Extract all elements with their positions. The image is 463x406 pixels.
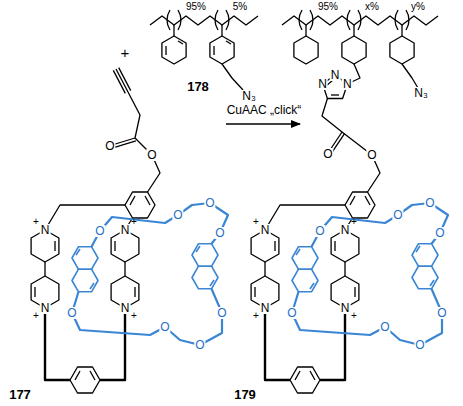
nitrogen-atom: N	[340, 224, 351, 236]
nitrogen-atom: N	[342, 78, 353, 90]
oxygen-atom: O	[159, 321, 170, 333]
mole-fraction: y%	[410, 2, 426, 12]
nitrogen-atom: N	[40, 302, 51, 314]
charge-sign: +	[252, 311, 260, 321]
nitrogen-atom: N	[260, 224, 271, 236]
charge-sign: +	[252, 217, 260, 227]
charge-sign: +	[130, 217, 138, 227]
oxygen-atom: O	[379, 321, 390, 333]
compound-number: 179	[233, 388, 257, 401]
oxygen-atom: O	[146, 149, 157, 161]
oxygen-atom: O	[66, 307, 77, 319]
charge-sign: +	[32, 311, 40, 321]
mole-fraction: 5%	[232, 2, 248, 12]
oxygen-atom: O	[94, 225, 105, 237]
nitrogen-atom: N	[120, 224, 131, 236]
plus-sign: +	[120, 45, 131, 60]
charge-sign: +	[350, 311, 358, 321]
compound-number: 178	[186, 80, 210, 93]
azide-group: N₃	[413, 87, 429, 99]
oxygen-atom: O	[216, 307, 227, 319]
compound-number: 177	[8, 388, 32, 401]
oxygen-atom: O	[414, 339, 425, 351]
nitrogen-atom: N	[317, 78, 328, 90]
charge-sign: +	[130, 311, 138, 321]
oxygen-atom: O	[434, 227, 445, 239]
oxygen-atom: O	[286, 307, 297, 319]
oxygen-atom: O	[204, 197, 215, 209]
mole-fraction: x%	[364, 2, 380, 12]
nitrogen-atom: N	[330, 69, 341, 81]
reaction-condition: CuAAC „click“	[226, 104, 303, 116]
oxygen-atom: O	[436, 307, 447, 319]
mole-fraction: 95%	[317, 2, 339, 12]
nitrogen-atom: N	[40, 224, 51, 236]
nitrogen-atom: N	[120, 302, 131, 314]
azide-group: N₃	[241, 90, 257, 102]
oxygen-atom: O	[322, 148, 333, 160]
oxygen-atom: O	[172, 209, 183, 221]
charge-sign: +	[350, 217, 358, 227]
mole-fraction: 95%	[185, 2, 207, 12]
oxygen-atom: O	[424, 197, 435, 209]
oxygen-atom: O	[366, 149, 377, 161]
nitrogen-atom: N	[340, 302, 351, 314]
charge-sign: +	[32, 217, 40, 227]
oxygen-atom: O	[314, 225, 325, 237]
oxygen-atom: O	[214, 227, 225, 239]
nitrogen-atom: N	[260, 302, 271, 314]
oxygen-atom: O	[194, 339, 205, 351]
oxygen-atom: O	[392, 209, 403, 221]
bonds	[112, 10, 438, 155]
oxygen-atom: O	[104, 140, 115, 152]
